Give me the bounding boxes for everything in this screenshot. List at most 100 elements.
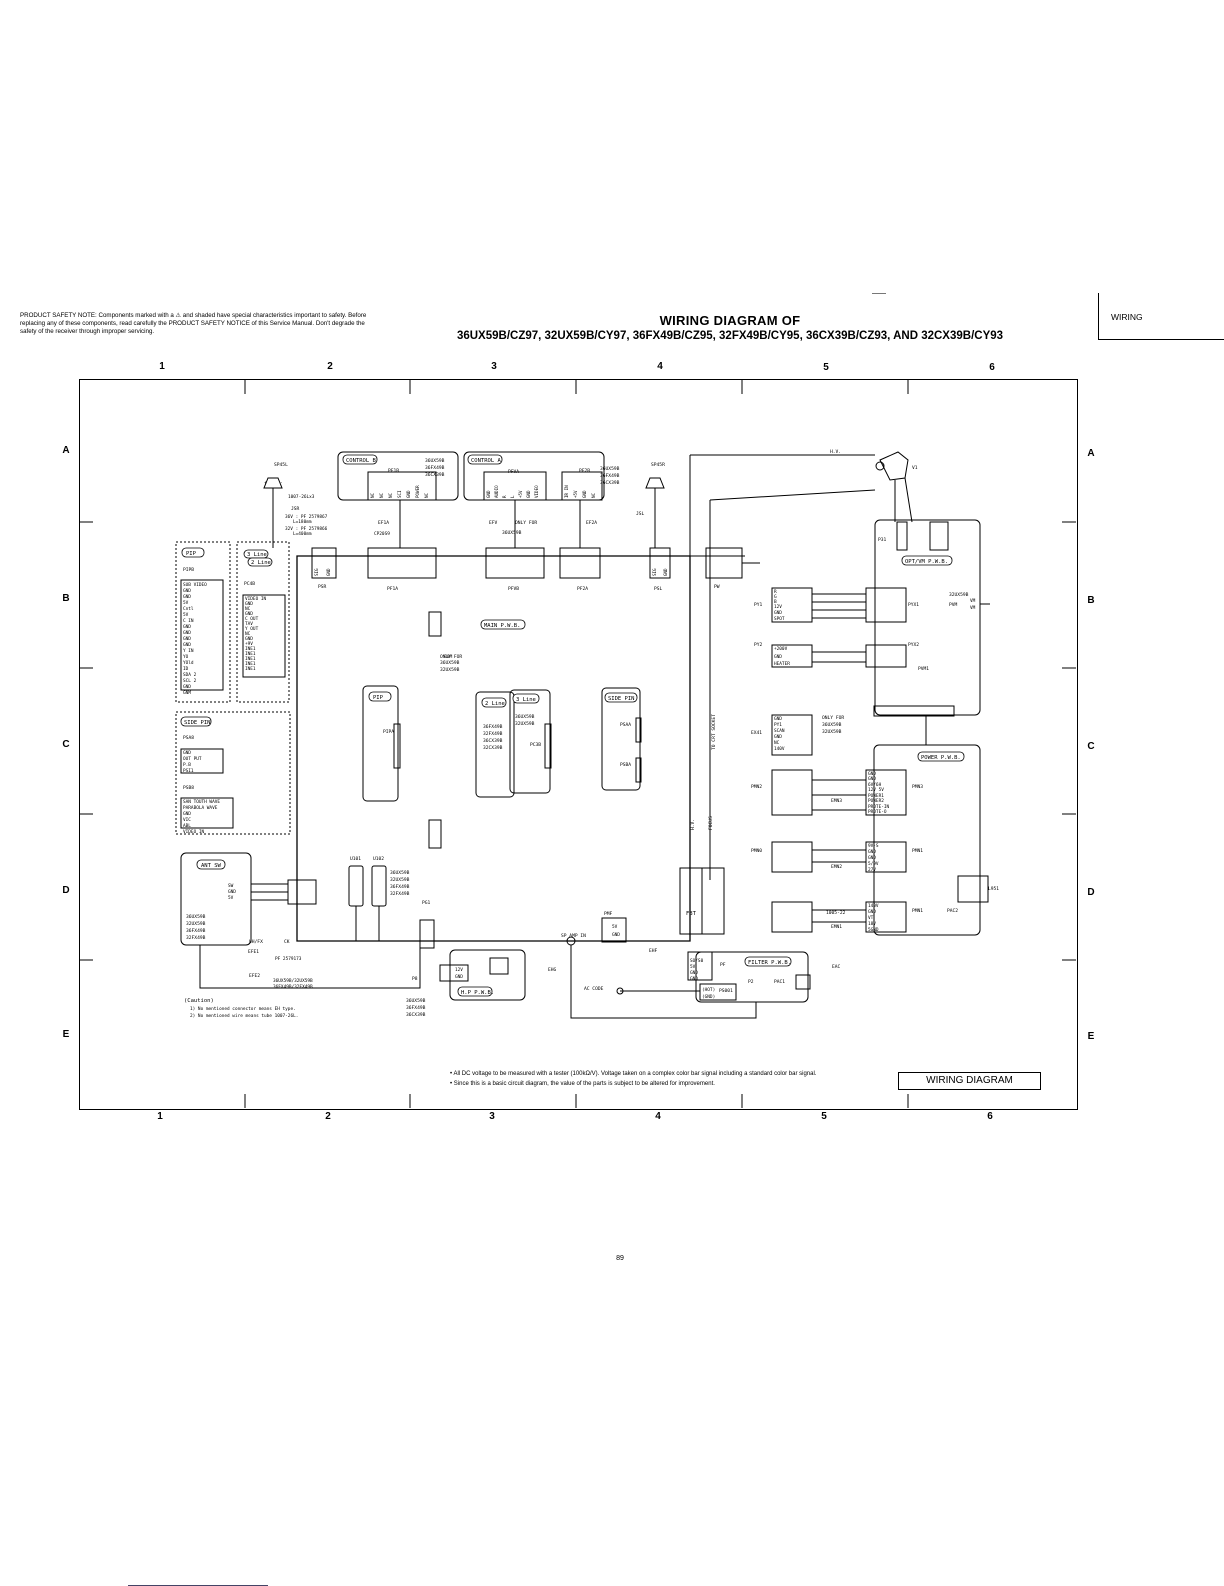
board-2line-label: 2 Line	[251, 560, 271, 566]
pin: GND	[774, 716, 782, 722]
pin: GND	[774, 734, 782, 740]
pin: 5V	[612, 924, 618, 930]
pin: INE1	[245, 666, 256, 672]
pin: GND	[183, 811, 191, 817]
pin: OUT PUT	[183, 756, 202, 762]
pin: GND	[868, 909, 876, 915]
only-for-model: 32UX59B	[440, 667, 460, 673]
conn-pvm1: PVM1	[918, 666, 929, 672]
conn-pmf: PMF	[604, 911, 613, 917]
conn-pmn0: PMN0	[751, 848, 762, 854]
pin: TAV	[245, 621, 253, 627]
pin: SPOT	[774, 616, 785, 622]
conn-ck: CK	[284, 939, 290, 945]
conn-pf1a: PF1A	[387, 586, 398, 592]
pin: GND	[183, 624, 191, 630]
diagram-title: WIRING DIAGRAM OF 36UX59B/CZ97, 32UX59B/…	[380, 313, 1080, 342]
board-fbt: FBT	[686, 911, 697, 917]
pin: 5/9V	[868, 861, 879, 867]
model: 36UX59B	[406, 998, 426, 1004]
row-label: E	[1087, 1031, 1095, 1042]
column-label: 2	[325, 1111, 331, 1122]
efe2-note: 36UX59B/32UX59B	[273, 978, 313, 984]
board-2line: 2 Line	[485, 701, 505, 707]
conn-ehf: EHF	[649, 948, 658, 954]
label-hv-vert: H.V.	[690, 819, 696, 830]
pin: GND	[455, 974, 463, 980]
pin: R	[502, 495, 507, 498]
conn-pf2b: PF2B	[579, 468, 590, 474]
only-for: ONLY FOR	[515, 520, 537, 526]
pin: NC	[379, 492, 384, 498]
column-label: 6	[989, 362, 995, 373]
pin: VIDEO IN	[183, 829, 205, 835]
conn-pipb: PIPB	[183, 567, 194, 573]
pin: ABL	[183, 823, 191, 829]
conn-jsl: JSL	[636, 511, 645, 517]
top-dash	[872, 293, 886, 294]
pin: GND	[183, 630, 191, 636]
fm-note: PF 2579173	[275, 956, 302, 962]
pin: GND	[868, 771, 876, 777]
pin: NC	[774, 740, 780, 746]
pin: B	[774, 599, 777, 605]
model: 36CX39B	[406, 1012, 426, 1018]
conn-efe2: EFE2	[249, 973, 260, 979]
pin: Y OUT	[245, 626, 259, 632]
model: 36CX39B	[600, 480, 620, 486]
pin: +5V	[518, 490, 523, 498]
pin: VT	[868, 915, 874, 921]
conn-v1: V1	[912, 465, 918, 471]
pin: SUB VIDEO	[183, 582, 207, 588]
pin: PROTE-O	[868, 809, 887, 815]
conn-eac: EAC	[832, 964, 841, 970]
pin: C IN	[183, 618, 194, 624]
conn-pyx2: PYX2	[908, 642, 919, 648]
conn-u101: U101	[350, 856, 361, 862]
pin: IR IN	[564, 485, 569, 498]
column-label: 5	[823, 362, 829, 373]
pin: +9V	[245, 641, 253, 647]
conn-e0m: E0M	[444, 654, 453, 660]
column-label: 1	[157, 1111, 163, 1122]
pin: VIDEO	[534, 485, 539, 498]
label-to-crt: TO CRT SOCKET	[711, 714, 717, 750]
pin: (GND)	[702, 994, 715, 1000]
model: 36FX49B	[390, 884, 410, 890]
pin: GND	[486, 490, 491, 498]
pin: GND	[868, 776, 876, 782]
pin: NC	[245, 631, 251, 637]
conn-emn2: EMN2	[831, 864, 842, 870]
conn-pg1: PG1	[422, 900, 431, 906]
column-label: 4	[657, 361, 663, 372]
pin: P.B	[183, 762, 191, 768]
conn-pac2: PAC2	[947, 908, 958, 914]
conn-pmn1: PMN1	[912, 848, 923, 854]
conn-py1: PY1	[754, 602, 763, 608]
pin: GND	[868, 849, 876, 855]
conn-pf: PF	[720, 962, 726, 968]
cable-note: 1007-26Lx3	[288, 494, 315, 500]
conn-efe1: EFE1	[248, 949, 259, 955]
pin: GND	[774, 654, 782, 660]
conn-hv: H.V.	[830, 449, 841, 455]
row-label: D	[62, 885, 70, 896]
pin: SDA 2	[183, 672, 197, 678]
pin: GND	[245, 611, 253, 617]
pin: 18V	[868, 921, 876, 927]
conn-emn3: EMN3	[831, 798, 842, 804]
model: 36UX59B	[186, 914, 206, 920]
pin: GND	[183, 636, 191, 642]
len-a: L=180mm	[293, 519, 312, 525]
column-label: 5	[821, 1111, 827, 1122]
pin: PARABOLA WAVE	[183, 805, 218, 811]
conn-ex41: EX41	[751, 730, 762, 736]
pin: (HOT)	[702, 987, 715, 993]
row-label: A	[62, 445, 70, 456]
label-sp-amp: SP AMP IN	[561, 933, 586, 939]
pin: PROTE-IN	[868, 804, 890, 810]
pin: VIC	[183, 817, 191, 823]
pin: VM	[970, 598, 976, 604]
conn-pc4b: PC4B	[244, 581, 255, 587]
pin: VM	[970, 605, 976, 611]
